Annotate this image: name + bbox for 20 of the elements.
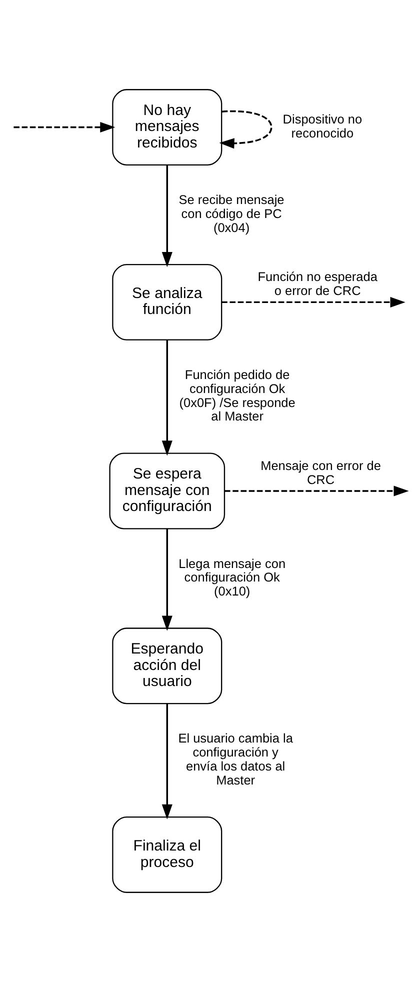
arrow (162, 340, 172, 456)
edge-label: Se recibe mensaje con código de PC (0x04) (178, 192, 284, 234)
node-box: Se espera mensaje con configuración (109, 452, 226, 529)
node-box: Finaliza el proceso (112, 816, 222, 892)
arrow (219, 110, 272, 148)
edge-label: Dispositivo no reconocido (282, 111, 362, 140)
node-box: No hay mensajes recibidos (112, 88, 222, 165)
edge-label: Función no esperada o error de CRC (258, 268, 378, 298)
edge-label: Mensaje con error de CRC (260, 457, 381, 486)
arrow (14, 122, 116, 132)
edge-label: Llega mensaje con configuración Ok (0x10) (178, 555, 286, 598)
arrow (162, 528, 172, 630)
edge-label: El usuario cambia la configuración y envía los datos al Master (178, 730, 293, 787)
arrow (162, 703, 172, 819)
node-box: Se analiza función (112, 263, 222, 340)
arrow (162, 164, 172, 267)
edge-label: Función pedido de configuración Ok (0x0F) /Se responde al Master (179, 366, 296, 424)
arrow (224, 485, 409, 496)
arrow (222, 296, 406, 307)
node-box: Esperando acción del usuario (112, 627, 222, 704)
